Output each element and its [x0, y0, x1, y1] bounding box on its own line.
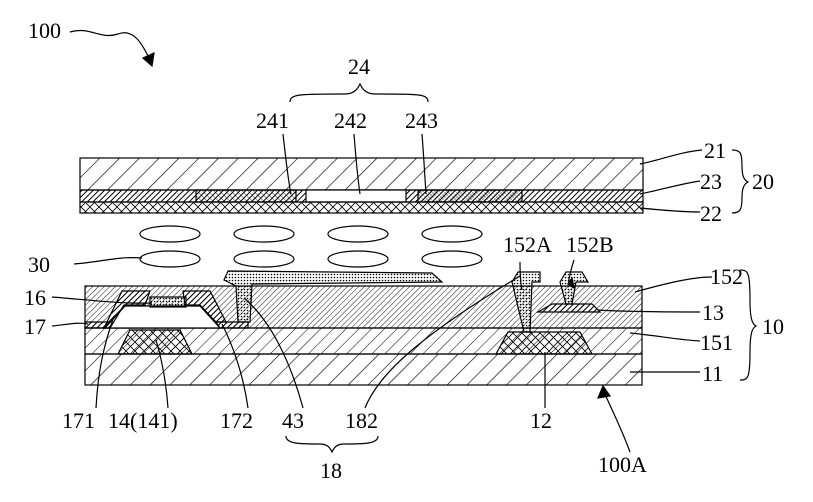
label-172: 172 [220, 408, 253, 433]
label-152B: 152B [566, 232, 614, 257]
label-16: 16 [24, 285, 46, 310]
electrode-12 [494, 331, 594, 355]
label-100A: 100A [598, 452, 647, 477]
substrate-11 [84, 353, 643, 386]
drain-172 [214, 321, 249, 329]
lc-molecule [327, 250, 389, 268]
color-filter-242 [305, 189, 407, 203]
lc-molecule [139, 225, 201, 243]
gate-electrode-14 [117, 329, 193, 355]
label-10: 10 [762, 314, 784, 339]
labels: 100 24 241 242 243 21 23 22 20 30 152A 1… [24, 18, 784, 483]
label-241: 241 [256, 108, 289, 133]
leader-lines [51, 30, 758, 454]
label-152: 152 [710, 264, 743, 289]
label-182: 182 [345, 408, 378, 433]
lc-molecule [139, 250, 201, 268]
label-242: 242 [334, 108, 367, 133]
label-22: 22 [700, 201, 722, 226]
label-243: 243 [405, 108, 438, 133]
layer-22 [79, 201, 644, 214]
label-171: 171 [62, 408, 95, 433]
label-30: 30 [28, 252, 50, 277]
color-filter-243 [417, 189, 523, 203]
tft-island [103, 305, 222, 329]
channel-16 [149, 296, 187, 308]
electrode-13 [535, 303, 602, 313]
label-13: 13 [702, 300, 724, 325]
label-23: 23 [700, 169, 722, 194]
label-11: 11 [702, 361, 723, 386]
lc-molecule [421, 225, 483, 243]
lc-molecule [233, 225, 295, 243]
lc-molecule [327, 225, 389, 243]
layer-21 [79, 157, 644, 191]
label-14-141: 14(141) [108, 408, 178, 433]
label-12: 12 [530, 408, 552, 433]
lower-substrate-group [84, 270, 643, 386]
via-152A [511, 271, 541, 333]
label-100: 100 [28, 18, 61, 43]
lc-molecule [421, 250, 483, 268]
upper-substrate-group [79, 157, 644, 214]
label-43: 43 [282, 408, 304, 433]
color-filter-241 [195, 189, 297, 203]
pixel-electrode-43 [223, 270, 444, 323]
label-21: 21 [704, 138, 726, 163]
label-18: 18 [320, 458, 342, 483]
liquid-crystal-molecules [139, 225, 483, 268]
label-24: 24 [348, 54, 370, 79]
label-151: 151 [700, 330, 733, 355]
label-152A: 152A [503, 232, 552, 257]
label-17: 17 [24, 314, 46, 339]
label-20: 20 [752, 169, 774, 194]
lc-molecule [233, 250, 295, 268]
